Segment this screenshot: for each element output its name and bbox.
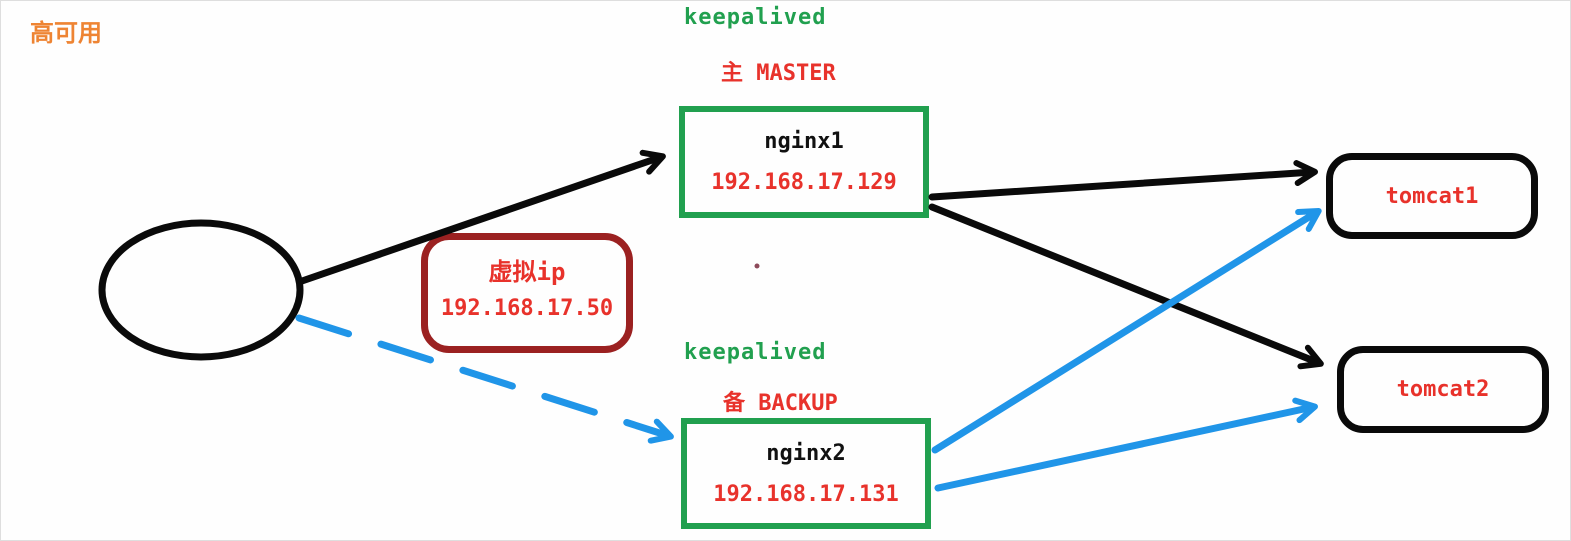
tomcat1-box: tomcat1 xyxy=(1326,153,1538,239)
tomcat2-label: tomcat2 xyxy=(1396,377,1490,402)
edge-nginx1-tomcat2 xyxy=(928,203,1324,370)
nginx1-name: nginx1 xyxy=(764,129,844,154)
tomcat1-label: tomcat1 xyxy=(1385,183,1479,209)
tomcat2-box: tomcat2 xyxy=(1337,346,1549,433)
edge-nginx2-tomcat1 xyxy=(931,207,1322,454)
virtual-ip-box: 虚拟ip 192.168.17.50 xyxy=(421,233,633,353)
nginx2-ip: 192.168.17.131 xyxy=(713,481,899,507)
virtual-ip-address: 192.168.17.50 xyxy=(440,296,614,321)
client-ellipse xyxy=(98,219,304,361)
edge-nginx1-tomcat1 xyxy=(928,160,1318,201)
edge-nginx2-tomcat2 xyxy=(934,397,1318,492)
page-title: 高可用 xyxy=(30,19,102,47)
keepalived-label-master: keepalived xyxy=(684,5,827,30)
master-role-label: 主 MASTER xyxy=(721,61,836,86)
keepalived-label-backup: keepalived xyxy=(684,340,827,365)
nginx1-ip: 192.168.17.129 xyxy=(711,170,897,195)
nginx2-box: nginx2 192.168.17.131 xyxy=(681,418,931,529)
nginx2-name: nginx2 xyxy=(766,440,846,466)
nginx1-box: nginx1 192.168.17.129 xyxy=(679,106,929,218)
backup-role-label: 备 BACKUP xyxy=(723,391,838,416)
stray-dot xyxy=(754,263,760,269)
virtual-ip-label: 虚拟ip xyxy=(488,258,566,286)
